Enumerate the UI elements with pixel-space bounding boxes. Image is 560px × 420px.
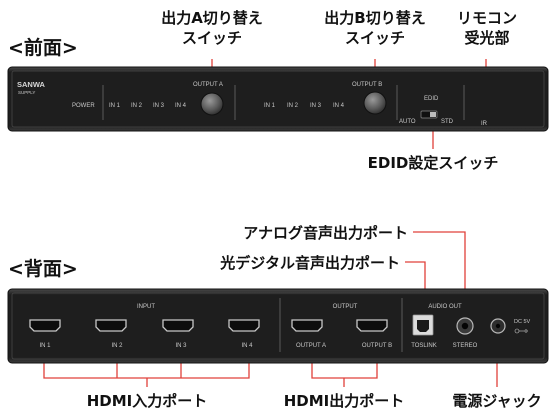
output-a-switch-button[interactable] [200,92,224,116]
front-a-in2: IN 2 [131,103,143,109]
output-b-switch-label-line2: スイッチ [345,29,405,47]
back-input-label: INPUT [137,304,155,310]
optical-audio-port-label: 光デジタル音声出力ポート [219,254,400,272]
hdmi-in-4[interactable] [228,319,260,332]
stereo-label: STEREO [453,343,478,349]
dc-label: DC 5V [514,319,531,325]
front-b-in3: IN 3 [310,103,322,109]
edid-switch-label: EDID設定スイッチ [368,154,499,172]
hdmi-out-b-label: OUTPUT B [362,343,392,349]
output-a-switch-label-line1: 出力A切り替え [161,9,263,27]
front-a-in1: IN 1 [109,103,121,109]
hdmi-in-3-label: IN 3 [175,343,187,349]
back-section-title: <背面> [8,257,78,280]
front-panel-body [7,66,549,132]
hdmi-output-ports-label: HDMI出力ポート [284,392,405,410]
front-panel: SANWA SUPPLY POWER IN 1 IN 2 IN 3 IN 4 O… [7,66,549,132]
callout-lines [43,59,498,387]
dc-power-jack[interactable] [490,318,506,334]
output-b-panel-label: OUTPUT B [352,82,382,88]
hdmi-in-3[interactable] [162,319,194,332]
power-led-label: POWER [72,103,95,109]
hdmi-in-4-label: IN 4 [241,343,253,349]
hdmi-out-a[interactable] [291,319,323,332]
remote-receiver-label-line2: 受光部 [464,29,509,47]
front-b-in4: IN 4 [333,103,345,109]
front-a-in3: IN 3 [153,103,165,109]
dc-polarity-icon [514,328,528,334]
hdmi-input-ports-label: HDMI入力ポート [87,392,208,410]
brand-logo: SANWA [17,80,46,89]
analog-audio-port-label: アナログ音声出力ポート [243,224,408,242]
power-jack-label: 電源ジャック [452,392,541,410]
brand-logo-sub: SUPPLY [18,90,35,95]
edid-auto-label: AUTO [399,119,416,125]
toslink-port[interactable] [412,314,434,336]
remote-receiver-label-line1: リモコン [457,9,517,27]
edid-switch-knob [430,112,436,117]
hdmi-in-1-label: IN 1 [39,343,51,349]
output-a-switch-label-line2: スイッチ [182,29,242,47]
output-b-switch-button[interactable] [363,91,387,115]
edid-std-label: STD [441,119,454,125]
hdmi-out-b[interactable] [356,319,388,332]
toslink-label: TOSLINK [411,343,437,349]
edid-panel-label: EDID [424,96,439,102]
output-a-panel-label: OUTPUT A [193,82,223,88]
hdmi-out-a-label: OUTPUT A [296,343,326,349]
front-b-in2: IN 2 [287,103,299,109]
front-b-in1: IN 1 [264,103,276,109]
back-panel: INPUT OUTPUT AUDIO OUT IN 1 IN 2 IN 3 IN… [7,288,549,364]
hdmi-in-2-label: IN 2 [111,343,123,349]
front-a-in4: IN 4 [175,103,187,109]
front-section-title: <前面> [8,36,78,59]
output-b-switch-label-line1: 出力B切り替え [324,9,425,27]
ir-label: IR [481,121,488,127]
stereo-jack[interactable] [456,317,474,335]
back-audio-out-label: AUDIO OUT [428,304,462,310]
back-panel-body [7,288,549,364]
hdmi-in-1[interactable] [29,319,61,332]
hdmi-in-2[interactable] [95,319,127,332]
back-output-label: OUTPUT [333,304,358,310]
